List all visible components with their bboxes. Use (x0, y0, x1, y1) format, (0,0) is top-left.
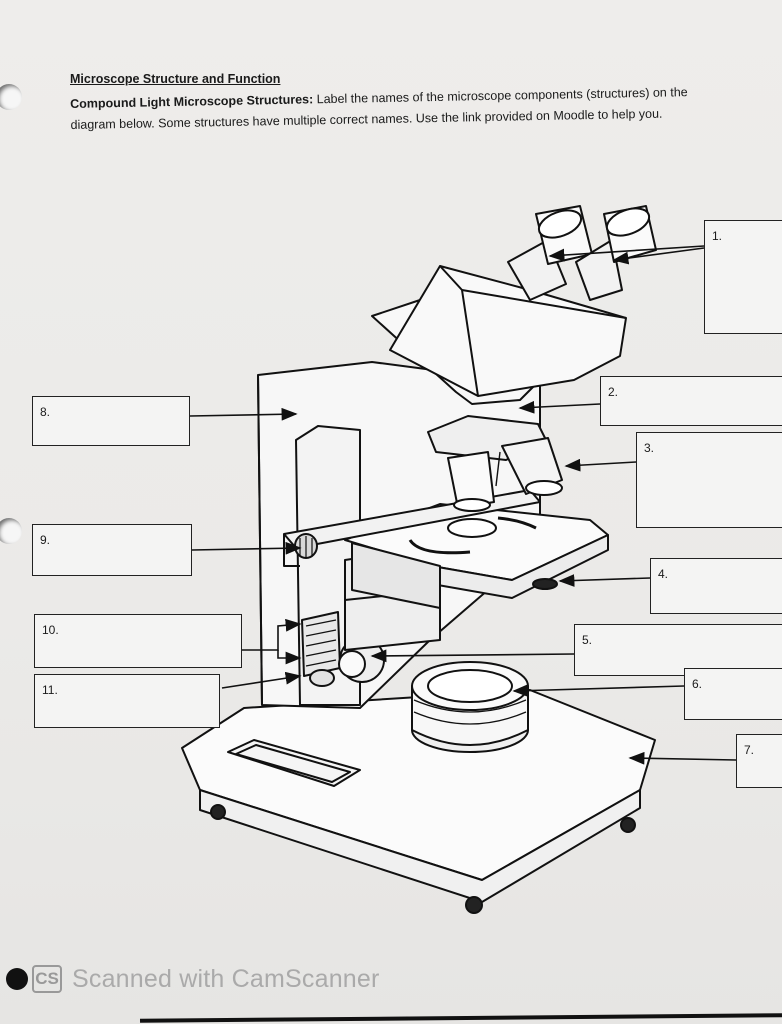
stage-clip (497, 516, 537, 530)
pointer-arrow (518, 400, 601, 414)
label-box-11[interactable]: 11. (34, 674, 220, 728)
fine-focus-hub (309, 669, 335, 687)
label-box-3[interactable]: 3. (636, 432, 782, 528)
label-number: 10. (42, 623, 59, 637)
label-number: 5. (582, 633, 593, 647)
pointer-arrow (221, 671, 302, 689)
objective-lens (501, 437, 563, 495)
label-number: 1. (712, 229, 723, 243)
pointer-arrow (512, 684, 685, 697)
label-number: 2. (608, 385, 619, 399)
label-number: 11. (42, 683, 58, 697)
base-handle (227, 739, 361, 787)
label-box-1[interactable]: 1. (704, 220, 782, 334)
pointer-arrow (277, 650, 302, 665)
pointer-arrow (189, 407, 298, 421)
objective-lens (447, 451, 495, 509)
coarse-focus-knob (301, 611, 341, 677)
label-box-2[interactable]: 2. (600, 376, 782, 426)
camscanner-logo-icon: CS (32, 965, 62, 993)
label-box-8[interactable]: 8. (32, 396, 190, 446)
label-box-7[interactable]: 7. (736, 734, 782, 788)
eyepiece (575, 239, 623, 301)
label-box-4[interactable]: 4. (650, 558, 782, 614)
label-number: 8. (40, 405, 51, 419)
page-title: Microscope Structure and Function (70, 72, 281, 86)
base-front (199, 789, 641, 903)
foot (620, 817, 636, 833)
pointer-arrow (558, 574, 651, 587)
scanner-watermark: CS Scanned with CamScanner (6, 962, 380, 996)
stage-aperture (447, 518, 497, 538)
label-number: 9. (40, 533, 51, 547)
stage-clip (408, 539, 471, 555)
label-box-10[interactable]: 10. (34, 614, 242, 668)
label-number: 7. (744, 743, 755, 757)
stage-holder (351, 542, 441, 609)
label-box-9[interactable]: 9. (32, 524, 192, 576)
watermark-text: Scanned with CamScanner (72, 964, 380, 993)
pointer-arrow (191, 541, 302, 555)
pointer-arrow (242, 618, 302, 651)
label-number: 6. (692, 677, 703, 691)
pointer-arrow (370, 649, 575, 663)
binder-hole-icon (0, 84, 22, 110)
label-box-5[interactable]: 5. (574, 624, 782, 676)
foot (210, 804, 226, 820)
label-number: 4. (658, 567, 669, 581)
binder-hole-icon (0, 518, 22, 544)
pointer-arrow (612, 247, 705, 265)
ink-blob (6, 968, 28, 990)
foot (465, 896, 483, 914)
pointer-arrow (564, 458, 637, 472)
pointer-arrow (628, 751, 737, 765)
label-box-6[interactable]: 6. (684, 668, 782, 720)
microscope-head (389, 265, 627, 397)
label-number: 3. (644, 441, 655, 455)
pointer-arrow (548, 245, 705, 262)
diaphragm-lever (532, 578, 558, 590)
